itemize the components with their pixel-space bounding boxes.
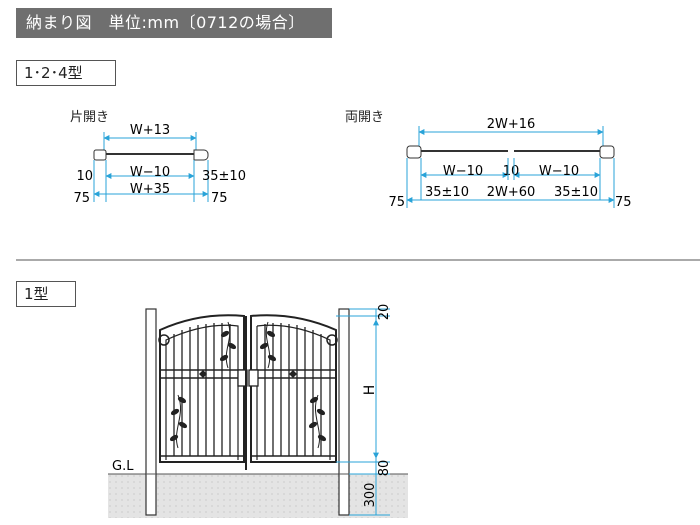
dim-foundation-300: 300 (363, 483, 378, 508)
ground-label: G.L (112, 459, 134, 474)
dim-top-20: 20 (377, 304, 392, 321)
double-dim-center-gap: 10 (503, 164, 520, 179)
type-label-1: 1型 (16, 281, 76, 307)
single-left-post (93, 149, 107, 161)
single-dim-left-post: 75 (73, 191, 90, 206)
double-dim-top: 2W+16 (487, 117, 536, 132)
double-dim-inner-left: W−10 (443, 164, 483, 179)
right-post (338, 308, 350, 516)
dim-height-h: H (362, 385, 378, 396)
single-right-post (193, 149, 209, 161)
double-dim-left-gap: 35±10 (425, 185, 469, 200)
double-dim-inner-right: W−10 (539, 164, 579, 179)
single-swing-title: 片開き (70, 110, 110, 125)
single-dim-right-gap: 35±10 (202, 169, 246, 184)
right-gate-leaf (250, 314, 337, 463)
single-dim-right-post: 75 (211, 191, 228, 206)
double-left-post (406, 145, 422, 159)
double-swing-title: 両開き (345, 110, 385, 125)
double-swing-plan: 2W+16 W−10 10 W−10 35±10 2W+60 35±10 75 … (388, 117, 631, 210)
ground-fill (108, 474, 408, 518)
left-post (145, 308, 157, 516)
double-right-post (599, 145, 615, 159)
double-dim-left-post: 75 (388, 195, 405, 210)
dim-bottom-80: 80 (377, 460, 392, 477)
single-swing-plan: W+13 W−10 10 35±10 W+35 75 75 (73, 123, 246, 206)
type-label-124: 1･2･4型 (16, 60, 116, 86)
single-dim-left-gap: 10 (76, 169, 93, 184)
latch-right (248, 369, 259, 387)
left-gate-leaf (159, 314, 245, 463)
double-dim-right-post: 75 (615, 195, 632, 210)
gate-elevation: G.L (108, 304, 408, 518)
page-title: 納まり図 単位:mm〔0712の場合〕 (16, 8, 332, 38)
single-dim-inner: W−10 (130, 165, 170, 180)
double-dim-right-gap: 35±10 (554, 185, 598, 200)
single-dim-overall: W+35 (130, 182, 170, 197)
single-dim-top: W+13 (130, 123, 170, 138)
double-dim-overall: 2W+60 (487, 185, 536, 200)
